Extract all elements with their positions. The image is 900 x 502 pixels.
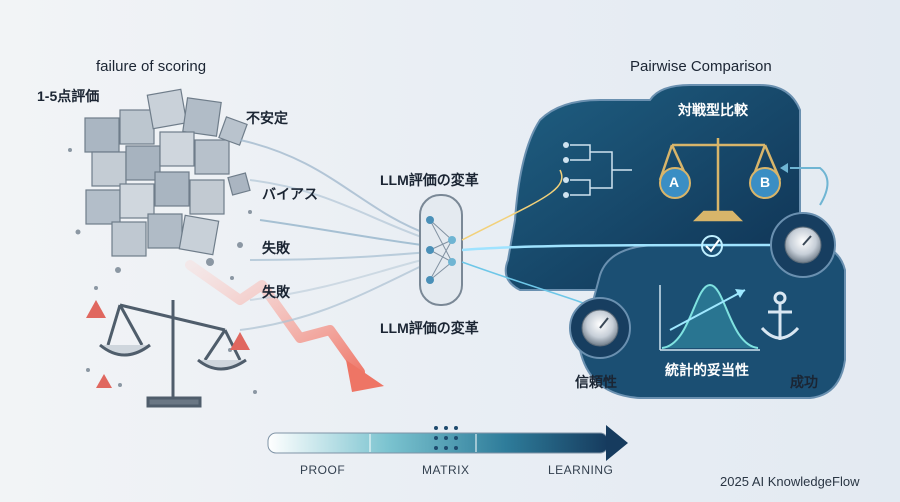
rating-label: 1-5点評価 xyxy=(37,88,100,104)
broken-scale-icon xyxy=(99,300,247,408)
statistical-validity-label: 統計的妥当性 xyxy=(665,362,749,378)
bell-curve-icon xyxy=(659,283,760,351)
footer-credit: 2025 AI KnowledgeFlow xyxy=(720,474,860,489)
word-unstable: 不安定 xyxy=(246,110,288,126)
progress-bar xyxy=(267,425,628,461)
success-label: 成功 xyxy=(790,374,818,390)
matrix-dots-icon xyxy=(434,426,458,450)
progress-label-proof: PROOF xyxy=(300,463,346,477)
panel-title: 対戦型比較 xyxy=(678,102,748,118)
success-dial-icon xyxy=(770,212,836,278)
word-failure-1: 失敗 xyxy=(262,240,290,256)
right-title: Pairwise Comparison xyxy=(630,58,772,75)
neural-network-icon xyxy=(419,194,463,306)
crumbling-cubes-icon xyxy=(84,88,251,257)
warning-icon xyxy=(86,300,250,388)
pairwise-panel xyxy=(461,84,846,399)
word-bias: バイアス xyxy=(262,186,318,202)
word-failure-2: 失敗 xyxy=(262,284,290,300)
flow-streams xyxy=(239,139,431,331)
option-b-label: B xyxy=(760,174,771,190)
center-label-top: LLM評価の変革 xyxy=(380,172,479,188)
reliability-label: 信頼性 xyxy=(575,374,617,390)
reliability-dial-icon xyxy=(569,297,631,359)
progress-label-matrix: MATRIX xyxy=(422,463,470,477)
progress-label-learning: LEARNING xyxy=(548,463,614,477)
center-label-bottom: LLM評価の変革 xyxy=(380,320,479,336)
anchor-icon xyxy=(760,291,800,340)
left-title: failure of scoring xyxy=(96,58,207,75)
failure-arrow-icon xyxy=(185,260,384,392)
option-a-label: A xyxy=(669,174,680,190)
